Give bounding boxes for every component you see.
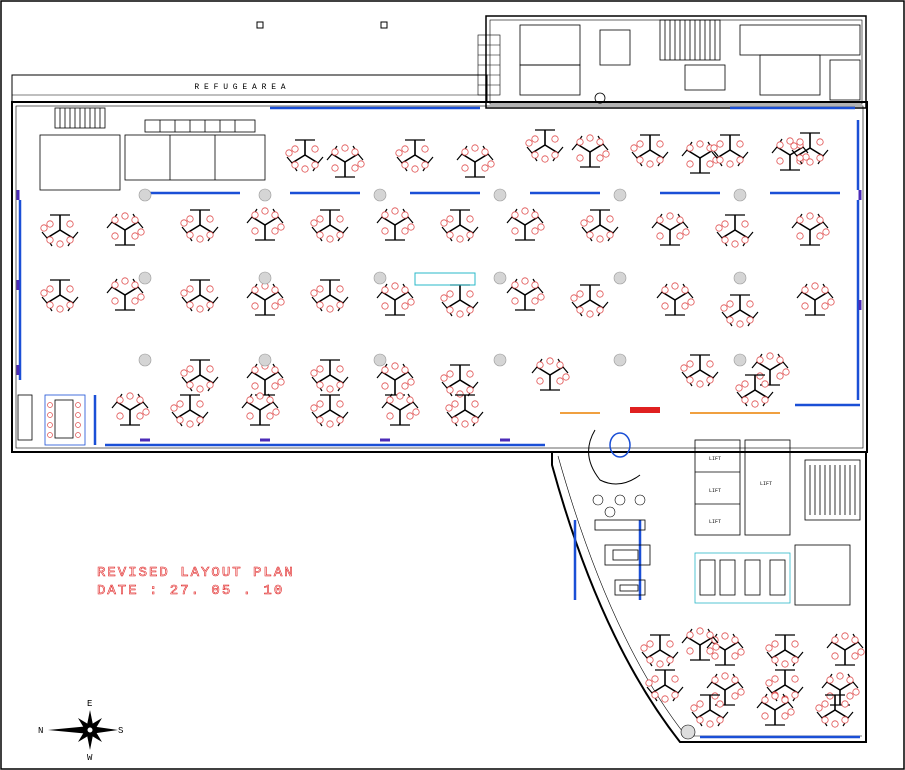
north-arrow: E N S W <box>38 699 123 763</box>
plan-title: REVISED LAYOUT PLAN DATE : 27. 05 . 10 <box>97 565 295 600</box>
plan-title-line1: REVISED LAYOUT PLAN <box>97 565 295 581</box>
compass-e: E <box>87 699 92 709</box>
compass-s: S <box>118 726 123 736</box>
column <box>258 188 272 202</box>
main-floor-outline <box>11 15 868 743</box>
column <box>613 188 627 202</box>
core-stair-left <box>477 34 501 96</box>
column <box>138 188 152 202</box>
column <box>138 271 152 285</box>
glazing <box>18 106 860 739</box>
column <box>613 271 627 285</box>
column <box>493 353 507 367</box>
conference-room-left <box>17 394 86 446</box>
toilet-block-lower <box>594 519 851 606</box>
survey-mark <box>380 21 388 29</box>
lift-label: LIFT <box>709 519 721 525</box>
column <box>613 353 627 367</box>
lift-label: LIFT <box>709 488 721 494</box>
column <box>258 271 272 285</box>
partitions <box>16 190 862 442</box>
column <box>733 271 747 285</box>
refuge-area-label: R E F U G E A R E A <box>194 83 285 92</box>
column <box>373 188 387 202</box>
column <box>373 271 387 285</box>
compass-w: W <box>87 753 93 763</box>
column <box>373 353 387 367</box>
column <box>138 353 152 367</box>
lift-core <box>694 439 861 536</box>
column <box>680 724 696 740</box>
lift-label: LIFT <box>760 481 772 487</box>
column <box>493 271 507 285</box>
core-top-rooms <box>519 19 861 104</box>
survey-mark <box>256 21 264 29</box>
compass-n: N <box>38 726 43 736</box>
plan-title-line2: DATE : 27. 05 . 10 <box>97 583 284 599</box>
lift-label: LIFT <box>709 456 721 462</box>
reception-area <box>414 272 780 518</box>
left-services-block <box>39 107 266 191</box>
column <box>493 188 507 202</box>
column <box>258 353 272 367</box>
column <box>733 353 747 367</box>
column <box>733 188 747 202</box>
